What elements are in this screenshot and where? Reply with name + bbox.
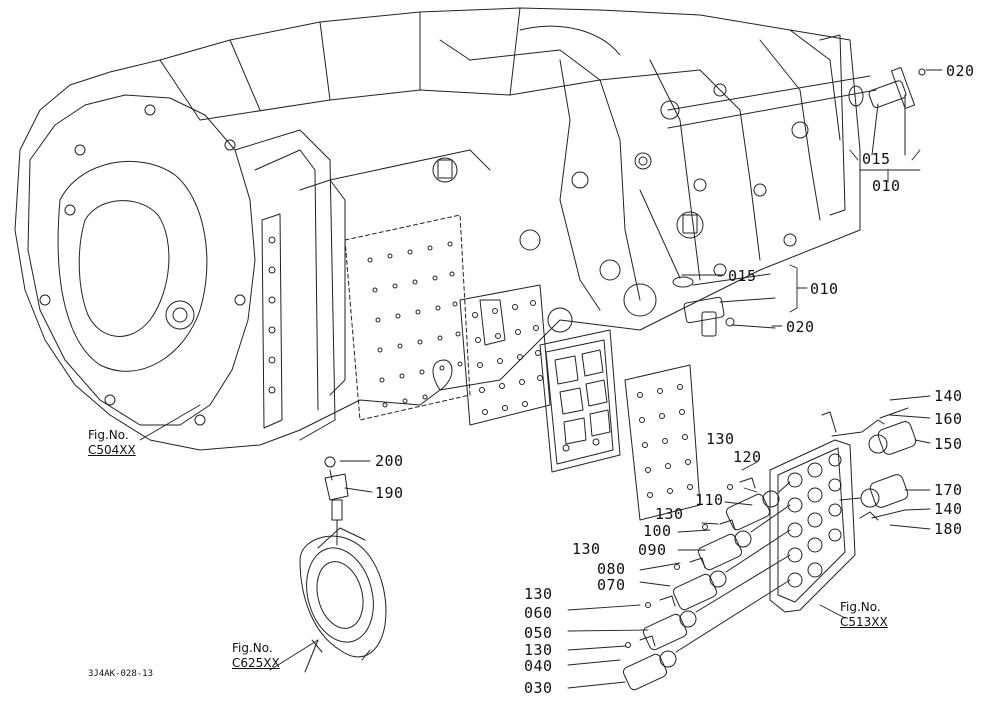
callout-130: 130 [524,585,553,603]
sensor-assembly-top [667,66,926,156]
callout-015: 015 [862,150,891,168]
callout-015: 015 [728,267,757,285]
callout-130: 130 [524,641,553,659]
figure-ref-c504: Fig.No. C504XX [88,428,136,458]
callout-040: 040 [524,657,553,675]
callout-130: 130 [706,430,735,448]
figure-ref-code: C513XX [840,615,888,629]
callout-090: 090 [638,541,667,559]
valve-body-plate [539,329,621,473]
figure-ref-c625: Fig.No. C625XX [232,641,280,671]
callout-170: 170 [934,481,963,499]
callout-050: 050 [524,624,553,642]
solenoid-150 [821,407,917,455]
leader-lines [139,69,943,689]
separator-plate-left [344,214,471,421]
callout-150: 150 [934,435,963,453]
callout-080: 080 [597,560,626,578]
callout-140: 140 [934,500,963,518]
callout-100: 100 [643,522,672,540]
callout-010: 010 [872,177,901,195]
callout-120: 120 [733,448,762,466]
solenoid-valves [622,481,791,691]
callout-030: 030 [524,679,553,697]
solenoid-170 [839,474,909,521]
callout-130: 130 [572,540,601,558]
callout-020: 020 [786,318,815,336]
figure-ref-caption: Fig.No. [840,600,881,614]
control-valve-assembly [769,439,856,613]
callout-110: 110 [695,491,724,509]
figure-ref-code: C504XX [88,443,136,457]
callout-200: 200 [375,452,404,470]
callout-130: 130 [655,505,684,523]
speed-sensor-190 [324,456,373,546]
drawing-code: 3J4AK-028-13 [88,669,154,679]
figure-ref-caption: Fig.No. [232,641,273,655]
transmission-case [14,7,861,451]
callout-060: 060 [524,604,553,622]
figure-ref-c513: Fig.No. C513XX [840,600,888,630]
figure-ref-caption: Fig.No. [88,428,129,442]
callout-020: 020 [946,62,975,80]
callout-180: 180 [934,520,963,538]
bearing-hub [299,527,387,673]
clips-and-bolts [625,477,756,648]
figure-ref-code: C625XX [232,656,280,670]
callout-160: 160 [934,410,963,428]
callout-070: 070 [597,576,626,594]
separator-plate-middle [459,284,551,426]
callout-190: 190 [375,484,404,502]
callout-140: 140 [934,387,963,405]
callout-010: 010 [810,280,839,298]
gasket-plate-right [624,364,701,521]
sensor-assembly-middle [639,189,776,337]
